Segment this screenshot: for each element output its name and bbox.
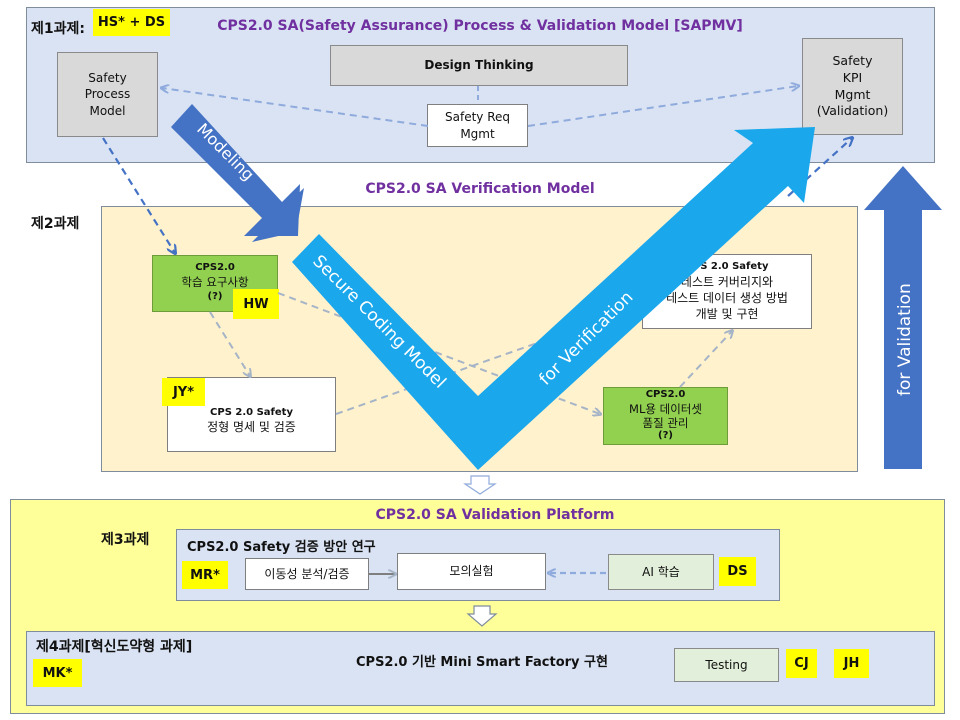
testing-label: Testing <box>705 657 748 672</box>
for-validation-label: for Validation <box>895 283 915 396</box>
safety-process-model-line: Process <box>84 87 131 102</box>
test-coverage-box: CPS 2.0 Safety 테스트 커버리지와 테스트 데이터 생성 방법 개… <box>642 254 812 329</box>
section4-label: 제4과제[혁신도약형 과제] <box>36 639 193 655</box>
section1-tag: HS* + DS <box>93 9 170 36</box>
section3-title: CPS2.0 SA Validation Platform <box>375 507 615 523</box>
formal-box-line1: 정형 명세 및 검증 <box>207 420 296 435</box>
safety-process-model-line: Safety <box>88 71 127 86</box>
ml-box-line2: 품질 관리 <box>642 416 689 430</box>
req-box-line1: 학습 요구사항 <box>181 274 249 289</box>
req-box-line2: (?) <box>207 291 223 303</box>
validation-research-title: CPS2.0 Safety 검증 방안 연구 <box>187 540 376 555</box>
test-box-line3: 개발 및 구현 <box>695 307 759 322</box>
safety-kpi-line: Safety <box>832 52 873 68</box>
test-box-title: CPS 2.0 Safety <box>685 261 769 273</box>
safety-req-mgmt-box: Safety Req Mgmt <box>427 104 528 147</box>
safety-kpi-line: (Validation) <box>816 103 889 119</box>
safety-kpi-line: Mgmt <box>834 86 871 102</box>
safety-process-model-box: Safety Process Model <box>57 52 158 137</box>
ml-box-title: CPS2.0 <box>645 389 686 401</box>
testing-box: Testing <box>674 648 779 682</box>
ai-learning-box: AI 학습 <box>608 554 714 590</box>
simulation-label: 모의실험 <box>449 564 494 579</box>
jh-tag: JH <box>834 649 869 678</box>
mk-tag: MK* <box>33 659 82 687</box>
safety-kpi-line: KPI <box>842 69 863 85</box>
design-thinking-box: Design Thinking <box>330 45 628 86</box>
safety-req-line: Mgmt <box>460 126 495 141</box>
mobility-label: 이동성 분석/검증 <box>264 566 350 581</box>
ml-box-line1: ML용 데이터셋 <box>629 401 702 416</box>
hw-tag: HW <box>233 289 279 319</box>
section2-label: 제2과제 <box>31 216 80 232</box>
test-box-line2: 테스트 데이터 생성 방법 <box>666 291 788 306</box>
ds-tag: DS <box>719 557 756 586</box>
jy-tag: JY* <box>162 378 205 406</box>
design-thinking-label: Design Thinking <box>424 58 534 73</box>
mobility-analysis-box: 이동성 분석/검증 <box>245 558 369 590</box>
ai-learning-label: AI 학습 <box>642 564 680 579</box>
section4-panel <box>26 631 935 706</box>
mr-tag: MR* <box>182 561 228 589</box>
section2-title: CPS2.0 SA Verification Model <box>365 181 595 197</box>
safety-kpi-box: Safety KPI Mgmt (Validation) <box>802 38 903 135</box>
ml-dataset-box: CPS2.0 ML용 데이터셋 품질 관리 (?) <box>603 387 728 445</box>
down-arrow-s2-s3 <box>463 475 497 495</box>
validation-arrow: for Validation <box>864 166 942 469</box>
section1-title: CPS2.0 SA(Safety Assurance) Process & Va… <box>217 18 743 34</box>
section1-label: 제1과제: <box>31 21 85 37</box>
section4-title: CPS2.0 기반 Mini Smart Factory 구현 <box>356 655 608 670</box>
simulation-box: 모의실험 <box>397 553 546 590</box>
section3-label: 제3과제 <box>101 532 150 548</box>
req-box-title: CPS2.0 <box>195 262 235 273</box>
safety-process-model-line: Model <box>89 103 126 118</box>
formal-box-title: CPS 2.0 Safety <box>210 406 293 418</box>
test-box-line1: 테스트 커버리지와 <box>680 274 774 289</box>
cj-tag: CJ <box>786 649 817 678</box>
safety-req-line: Safety Req <box>445 110 510 125</box>
ml-box-line3: (?) <box>658 430 673 442</box>
